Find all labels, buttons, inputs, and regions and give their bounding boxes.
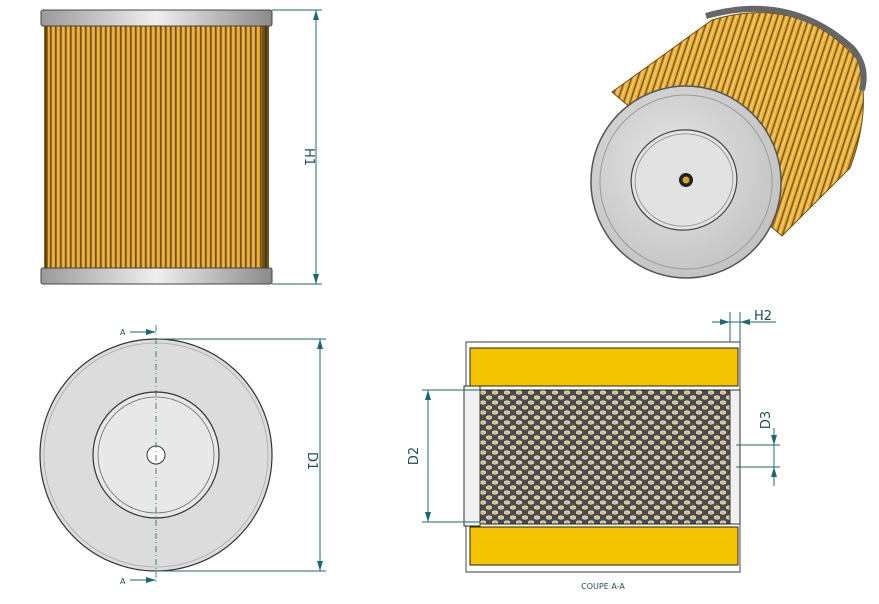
perforated-tube <box>479 389 731 525</box>
dim-label-d1: D1 <box>304 452 319 470</box>
bottom-end-cap <box>40 267 273 285</box>
top-view: A A D1 <box>39 325 326 586</box>
dim-label-h2: H2 <box>754 309 772 324</box>
front-view: H1 <box>40 9 322 285</box>
section-view: D2 D3 H2 COUPE A-A <box>407 309 780 591</box>
pleated-media <box>44 24 269 270</box>
top-end-cap <box>40 9 273 27</box>
isometric-view <box>590 5 867 279</box>
section-marker-top: A <box>120 328 126 337</box>
section-marker-bottom: A <box>120 577 126 586</box>
section-media-top <box>469 347 739 387</box>
section-title: COUPE A-A <box>581 582 625 591</box>
dim-label-d2: D2 <box>407 447 422 465</box>
dim-label-d3: D3 <box>759 411 774 429</box>
section-media-bottom <box>469 526 739 566</box>
dim-label-h1: H1 <box>301 148 316 166</box>
